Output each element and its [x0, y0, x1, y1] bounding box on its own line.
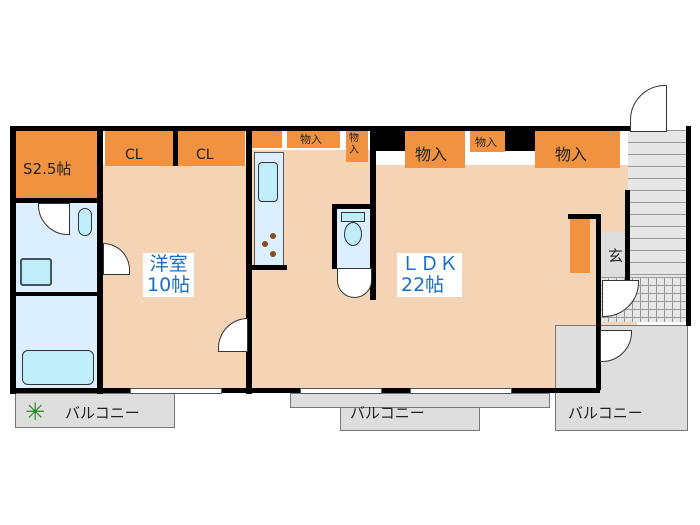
wall-entrance-left	[596, 218, 601, 390]
closet-1-label: CL	[125, 147, 143, 163]
storage-small-2-label: 物入	[349, 133, 359, 156]
exterior-door[interactable]	[630, 85, 667, 132]
balcony-left-label: バルコニー	[65, 404, 140, 422]
wall-wash-bath	[10, 292, 102, 296]
storage-large	[535, 130, 620, 168]
wall-storage-block-2	[505, 126, 535, 151]
wall-stair-left	[625, 190, 630, 280]
wall-storage-western	[97, 126, 103, 394]
wall-right	[686, 126, 691, 326]
western-room-size: 10帖	[147, 274, 191, 296]
balcony-center-label: バルコニー	[350, 404, 425, 422]
storage-small-3	[470, 130, 505, 152]
wall-left	[10, 126, 16, 394]
ldk-label: ＬＤＫ 22帖	[397, 253, 463, 297]
entrance-label: 玄	[608, 247, 624, 265]
storage-small-1	[287, 130, 340, 148]
closet-2-label: CL	[196, 147, 214, 163]
ldk-window-2[interactable]	[410, 388, 512, 394]
washbasin	[78, 208, 92, 236]
toilet-tank	[341, 212, 365, 222]
stove-burner	[262, 241, 268, 247]
wall-storage-block	[370, 126, 405, 151]
storage-mid-label: 物入	[415, 145, 448, 164]
storage-mid	[405, 130, 465, 168]
storage-small-kitchen-top	[252, 130, 282, 148]
kitchen-sink	[258, 162, 278, 202]
ldk-window-1[interactable]	[300, 388, 382, 394]
balcony-right-label: バルコニー	[568, 404, 643, 422]
storage-room-label: S2.5帖	[23, 160, 72, 178]
closet-2	[178, 130, 245, 166]
wall-closets-divider	[173, 126, 178, 166]
toilet-bowl	[344, 222, 362, 246]
wall-top	[10, 126, 630, 131]
storage-small-3-label: 物入	[475, 136, 497, 149]
wall-toilet-right	[370, 150, 376, 300]
stove-burner	[270, 251, 276, 257]
stove-burner	[270, 233, 276, 239]
wall-toilet-top	[333, 204, 375, 209]
wall-storage-bottom	[10, 198, 102, 203]
sink	[20, 258, 52, 286]
balcony-left	[15, 393, 175, 428]
wall-toilet-left	[332, 204, 337, 269]
plant-icon: ✳	[25, 398, 46, 426]
shoe-cabinet	[570, 218, 590, 273]
storage-small-1-label: 物入	[300, 133, 322, 146]
toilet-door[interactable]	[337, 268, 372, 298]
closet-1	[105, 130, 173, 166]
wall-shoe-cabinet	[568, 214, 601, 219]
storage-small-2	[346, 130, 368, 162]
staircase	[628, 130, 688, 277]
western-room-label: 洋室 10帖	[143, 253, 195, 297]
storage-large-label: 物入	[555, 145, 588, 164]
wall-kitchen-bottom	[252, 265, 287, 270]
wall-western-ldk	[246, 126, 252, 394]
western-room-window[interactable]	[130, 388, 222, 394]
ldk-size: 22帖	[401, 274, 445, 296]
ldk-name: ＬＤＫ	[401, 253, 459, 275]
bathtub	[22, 350, 94, 385]
western-room-name: 洋室	[149, 253, 188, 275]
storage-room-s25	[15, 130, 97, 200]
